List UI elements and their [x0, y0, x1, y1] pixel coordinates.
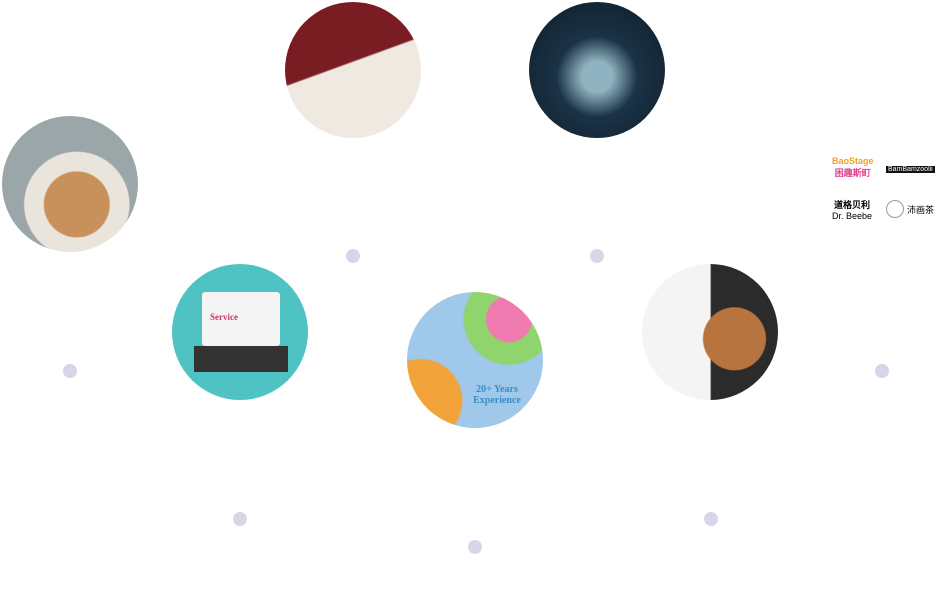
dot[interactable]: [590, 249, 604, 263]
dot[interactable]: [468, 540, 482, 554]
logo-bambamzoolii: BamBamzoolii: [886, 166, 935, 173]
dot[interactable]: [233, 512, 247, 526]
plush-design-image: [642, 264, 778, 400]
service-text: Service: [210, 312, 238, 322]
dot[interactable]: [875, 364, 889, 378]
service-laptop-image: Service: [172, 264, 308, 400]
shield-security-image: [529, 2, 665, 138]
world-map-image: 20+ Years Experience: [407, 292, 543, 428]
writing-image: [285, 2, 421, 138]
dot[interactable]: [346, 249, 360, 263]
dot[interactable]: [704, 512, 718, 526]
dot[interactable]: [63, 364, 77, 378]
logo-peihuacha: 沛画茶: [886, 200, 934, 218]
teddy-factory-image: [2, 116, 138, 252]
map-text: 20+ Years Experience: [473, 384, 521, 406]
